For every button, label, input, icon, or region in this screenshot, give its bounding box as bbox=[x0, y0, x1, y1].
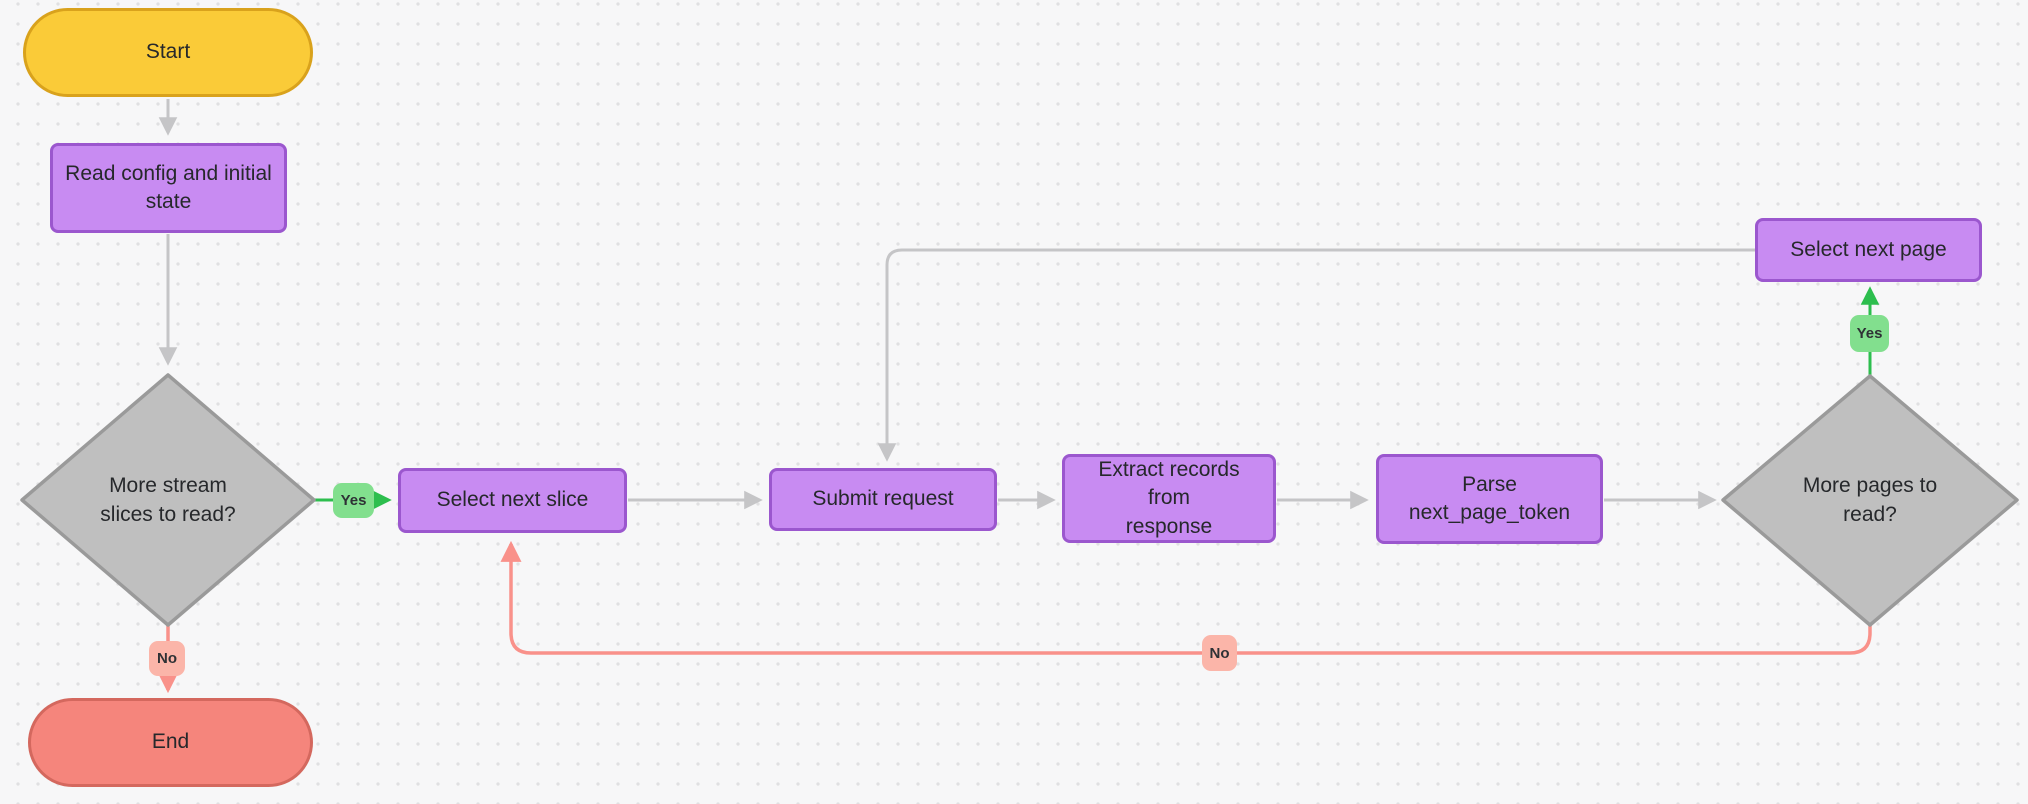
edge-label-no-slices: No bbox=[149, 641, 185, 676]
node-select-next-slice: Select next slice bbox=[398, 468, 627, 533]
edge-label-yes-pages: Yes bbox=[1850, 315, 1889, 352]
node-select-next-page: Select next page bbox=[1755, 218, 1982, 282]
node-read-config: Read config and initial state bbox=[50, 143, 287, 233]
node-start: Start bbox=[23, 8, 313, 97]
decision-more-pages-label: More pages to read? bbox=[1802, 473, 1938, 526]
node-end: End bbox=[28, 698, 313, 787]
decision-more-stream-slices-label: More stream slices to read? bbox=[100, 473, 236, 526]
node-parse-next-page-token: Parse next_page_token bbox=[1376, 454, 1603, 544]
edge-more-pages-no-to-select-next-slice bbox=[500, 540, 1872, 655]
decision-more-stream-slices bbox=[20, 373, 316, 627]
node-extract-records: Extract records from response bbox=[1062, 454, 1276, 543]
edge-label-yes-slices: Yes bbox=[333, 483, 374, 518]
edge-select-next-page-to-submit-request bbox=[877, 248, 1755, 462]
edge-label-no-pages: No bbox=[1202, 635, 1237, 671]
decision-more-pages bbox=[1721, 374, 2019, 627]
node-submit-request: Submit request bbox=[769, 468, 997, 531]
